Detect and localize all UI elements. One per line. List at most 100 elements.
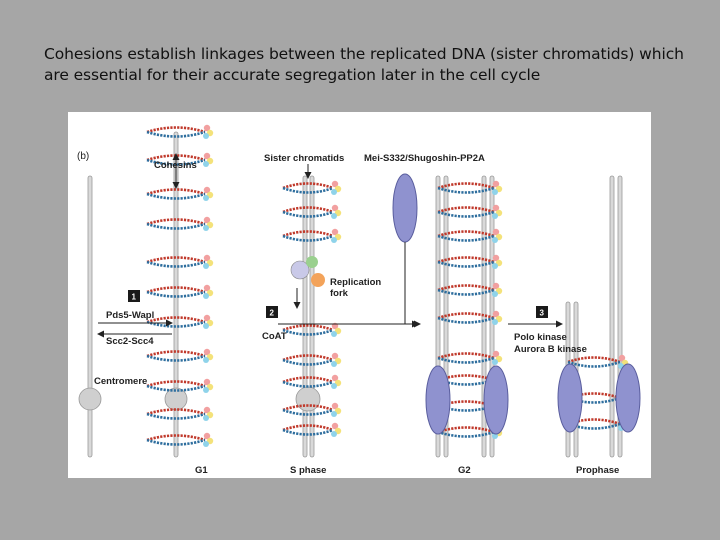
cohesin-head <box>492 263 498 269</box>
cohesin-head <box>203 195 209 201</box>
arrow-shugoshin <box>404 242 421 328</box>
cohesin-head <box>331 180 339 188</box>
stage-label-g2: G2 <box>458 465 471 476</box>
label-scc2-scc4: Scc2-Scc4 <box>106 336 154 347</box>
shugoshin-protein <box>392 173 418 243</box>
cohesin-ring-top <box>282 230 334 238</box>
cohesin-ring-bottom <box>282 234 334 242</box>
cohesin-ring-top <box>282 206 334 214</box>
cohesin-head <box>331 213 337 219</box>
cohesin-ring-bottom <box>437 430 495 438</box>
cohesin-head <box>492 204 500 212</box>
cohesin-ring-bottom <box>437 316 495 324</box>
label-fork: fork <box>330 288 349 299</box>
step-number-2: 2 <box>270 309 275 318</box>
cohesin-ring-top <box>437 284 495 292</box>
diagram-canvas: (b) Cohesins Sister chromatids Mei-S332/… <box>77 124 641 476</box>
cohesin-head <box>492 291 498 297</box>
cohesin-ring-bottom <box>437 234 495 242</box>
panel-label: (b) <box>77 151 89 162</box>
cohesin-diagram: (b) Cohesins Sister chromatids Mei-S332/… <box>68 112 651 478</box>
cohesin-head <box>331 352 339 360</box>
cohesin-head <box>492 319 498 325</box>
cohesin-ring-top <box>437 206 495 214</box>
shugoshin-layer <box>290 173 641 435</box>
cohesin-ring-bottom <box>146 158 206 166</box>
cohesin-ring-top <box>146 256 206 264</box>
cohesin-head <box>331 411 337 417</box>
cohesin-ring-bottom <box>437 356 495 364</box>
cohesin-head <box>492 310 500 318</box>
shugoshin-protein <box>557 363 583 433</box>
cohesin-ring-top <box>437 182 495 190</box>
cohesin-ring-bottom <box>146 130 206 138</box>
cohesin-head <box>331 331 337 337</box>
chromatid-rod <box>173 131 179 458</box>
cohesin-ring-top <box>567 356 621 364</box>
cohesin-head <box>203 406 211 414</box>
stage-label-s-phase: S phase <box>290 465 326 476</box>
cohesin-head <box>203 186 211 194</box>
cohesin-ring-top <box>437 256 495 264</box>
shugoshin-protein <box>425 365 451 435</box>
cohesin-head <box>492 237 498 243</box>
step-number-1: 1 <box>132 293 137 302</box>
cohesin-head <box>203 432 211 440</box>
cohesin-ring-top <box>146 316 206 324</box>
cohesin-ring-bottom <box>146 260 206 268</box>
arrow-layer <box>97 153 563 338</box>
cohesin-ring-top <box>437 230 495 238</box>
cohesin-head <box>203 348 211 356</box>
cohesin-ring-top <box>146 218 206 226</box>
cohesin-ring-bottom <box>146 384 206 392</box>
cohesin-head <box>203 254 211 262</box>
cohesin-head <box>203 441 209 447</box>
cohesin-head <box>331 204 339 212</box>
label-coat: CoAT <box>262 331 287 342</box>
cohesin-ring-top <box>146 154 206 162</box>
cohesin-head <box>203 225 209 231</box>
cohesin-head <box>331 237 337 243</box>
cohesin-ring-top <box>146 188 206 196</box>
chromatid-rod <box>87 175 93 458</box>
cohesin-ring-top <box>146 434 206 442</box>
cohesin-ring-bottom <box>437 288 495 296</box>
cohesin-ring-bottom <box>282 186 334 194</box>
cohesin-head <box>203 263 209 269</box>
cohesin-ring-bottom <box>282 358 334 366</box>
cohesin-ring-top <box>282 354 334 362</box>
cohesin-ring-top <box>146 350 206 358</box>
chromatid-rod <box>609 175 615 458</box>
cohesin-ring-bottom <box>146 192 206 200</box>
cohesin-ring-top <box>146 380 206 388</box>
cohesin-head <box>203 357 209 363</box>
cohesin-head <box>203 133 209 139</box>
cohesin-ring-bottom <box>146 290 206 298</box>
cohesin-ring-top <box>146 408 206 416</box>
cohesin-head <box>203 314 211 322</box>
replication-fork <box>290 260 310 280</box>
cohesin-ring-top <box>146 126 206 134</box>
step-box-3 <box>536 306 548 318</box>
step-box-2 <box>266 306 278 318</box>
label-aurora-b: Aurora B kinase <box>514 344 587 355</box>
shugoshin-protein <box>615 363 641 433</box>
cohesin-ring-top <box>282 424 334 432</box>
cohesin-ring-bottom <box>567 360 621 368</box>
centromere <box>295 386 321 412</box>
cohesin-head <box>331 189 337 195</box>
cohesin-head <box>492 189 498 195</box>
cohesin-head <box>203 323 209 329</box>
stage-label-g1: G1 <box>195 465 208 476</box>
cohesin-head <box>331 402 339 410</box>
cohesin-head <box>203 124 211 132</box>
cohesin-ring-bottom <box>146 222 206 230</box>
cohesin-head <box>203 161 209 167</box>
cohesin-ring-bottom <box>437 186 495 194</box>
cohesin-head <box>492 254 500 262</box>
cohesin-head <box>492 213 498 219</box>
cohesin-ring-bottom <box>282 380 334 388</box>
cohesin-head <box>492 228 500 236</box>
cohesin-head <box>331 361 337 367</box>
cohesin-ring-top <box>282 404 334 412</box>
